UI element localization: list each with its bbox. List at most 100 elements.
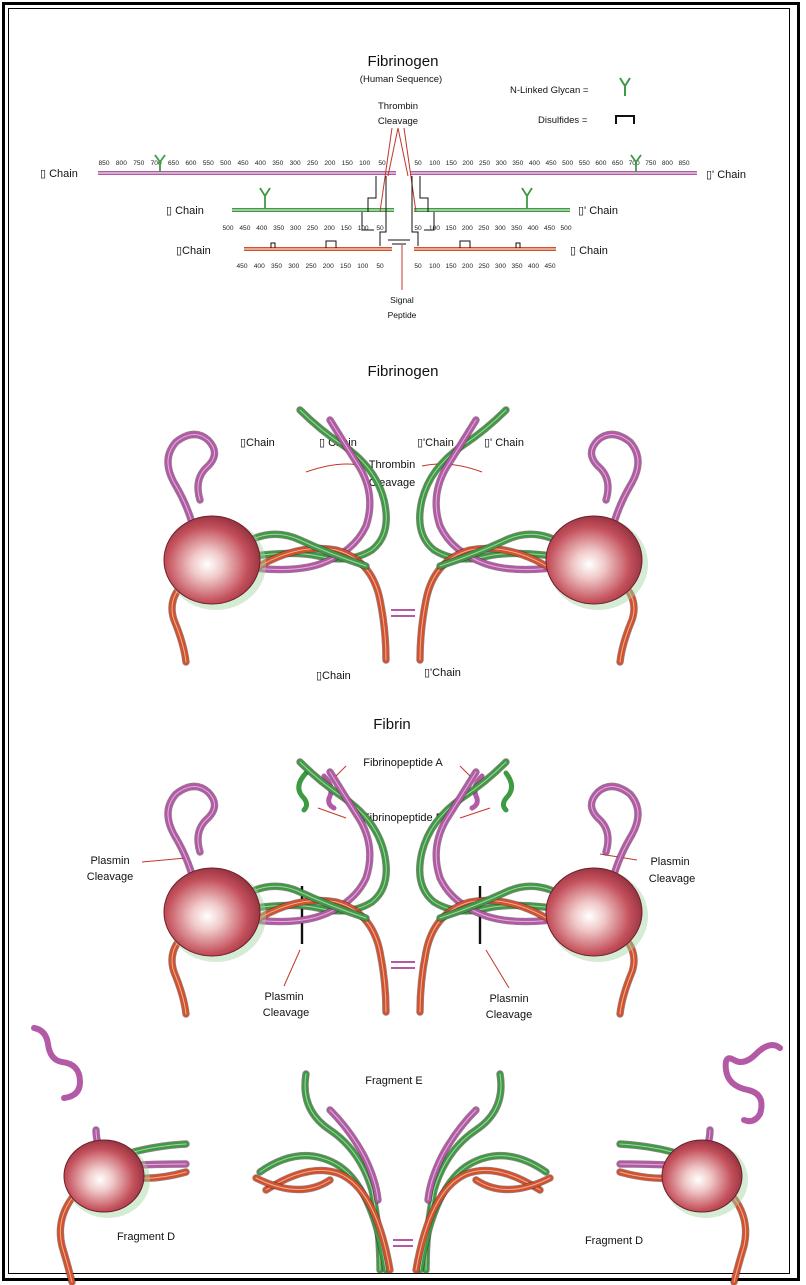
fragment-d [620,1130,748,1282]
fibrinogen-gamma-right-label: ▯'Chain [424,667,461,679]
sequence-tick-label: 150 [445,263,456,270]
sequence-tick-label: 450 [545,160,556,167]
sequence-tick-label: 400 [254,263,265,270]
sequence-tick-label: 200 [324,160,335,167]
sequence-tick-label: 200 [323,263,334,270]
sequence-tick-label: 600 [185,160,196,167]
alpha-chain-left-label: ▯ Chain [40,168,78,180]
fibrinopeptide-b-left [299,773,307,810]
half-molecule [420,762,648,1014]
signal-peptide-label-1: Signal [390,295,414,305]
sequence-tick-label: 50 [414,225,422,232]
beta-chain-right-label: ▯' Chain [578,205,618,217]
sequence-tick-label: 400 [256,225,267,232]
fragment-e-label: Fragment E [365,1075,422,1087]
released-alpha-coil-left [34,1028,80,1098]
d-domain-globule [64,1140,144,1212]
sequence-tick-label: 350 [511,225,522,232]
sequence-panel: Fibrinogen (Human Sequence) Thrombin Cle… [40,53,746,320]
d-domain-globule [164,516,260,604]
sequence-tick-label: 100 [429,263,440,270]
sequence-tick-label: 200 [462,225,473,232]
released-alpha-coil-right [726,1045,780,1121]
e-domain-bridge [393,1240,413,1246]
thrombin-cleavage-label-2: Cleavage [378,116,418,127]
fibrinogen-thrombin-label-1: Thrombin [369,459,415,471]
fibrinogen-chain-label: ▯'Chain [417,437,454,449]
plasmin-cleavage-label: Cleavage [649,873,695,885]
sequence-tick-label: 350 [273,225,284,232]
sequence-tick-label: 400 [528,225,539,232]
gamma-chain-tail [60,1198,72,1282]
sequence-tick-label: 500 [220,160,231,167]
glycan-icon [260,188,270,208]
sequence-tick-label: 50 [414,160,422,167]
alpha-chain-row: ▯ Chain ▯' Chain 85080075070065060055050… [40,155,746,181]
sequence-tick-label: 200 [324,225,335,232]
sequence-subtitle: (Human Sequence) [360,74,442,85]
sequence-tick-label: 450 [237,160,248,167]
sequence-tick-label: 650 [168,160,179,167]
disulfide-icon [326,241,336,248]
sequence-tick-label: 200 [462,160,473,167]
e-domain-bridge [391,610,415,616]
sequence-tick-label: 500 [222,225,233,232]
gamma-chain-tail [734,1198,746,1282]
sequence-tick-label: 550 [203,160,214,167]
sequence-tick-label: 500 [562,160,573,167]
fibrinopeptide-b-right [503,773,511,810]
sequence-tick-label: 250 [305,263,316,270]
glycan-icon [522,188,532,208]
gamma-chain-left-label: ▯Chain [176,245,211,257]
sequence-tick-label: 150 [342,160,353,167]
sequence-tick-label: 300 [290,160,301,167]
d-domain-globule [546,868,642,956]
sequence-tick-label: 100 [429,225,440,232]
sequence-tick-label: 850 [98,160,109,167]
sequence-tick-label: 450 [236,263,247,270]
sequence-tick-label: 450 [544,263,555,270]
sequence-tick-label: 850 [678,160,689,167]
d-domain-globule [164,868,260,956]
fibrinogen-title: Fibrinogen [368,363,439,380]
sequence-tick-label: 750 [133,160,144,167]
sequence-tick-label: 100 [358,225,369,232]
sequence-tick-label: 250 [478,263,489,270]
e-domain-bridge [391,962,415,968]
sequence-tick-label: 150 [445,225,456,232]
sequence-tick-label: 50 [376,263,384,270]
sequence-tick-label: 300 [495,263,506,270]
sequence-tick-label: 100 [429,160,440,167]
sequence-title: Fibrinogen [368,53,439,70]
legend-disulfides-label: Disulfides = [538,115,588,126]
plasmin-cleavage-label: Plasmin [650,856,689,868]
fibrinogen-panel: Fibrinogen ▯Chain ▯ Chain ▯'Chain ▯' Cha… [164,363,648,682]
sequence-tick-label: 350 [271,263,282,270]
sequence-tick-label: 650 [612,160,623,167]
sequence-tick-label: 350 [272,160,283,167]
fragment-d-left-label: Fragment D [117,1231,175,1243]
sequence-tick-label: 150 [340,263,351,270]
sequence-tick-label: 350 [512,160,523,167]
sequence-tick-label: 800 [662,160,673,167]
fibrinogen-chain-label: ▯Chain [240,437,275,449]
alpha-chain-right-label: ▯' Chain [706,169,746,181]
half-molecule [164,762,386,1014]
plasmin-cleavage-label: Cleavage [87,871,133,883]
sequence-tick-label: 250 [478,225,489,232]
d-domain-globule [662,1140,742,1212]
sequence-tick-label: 100 [357,263,368,270]
gamma-chain-right-label: ▯ Chain [570,245,608,257]
sequence-tick-label: 100 [359,160,370,167]
fibrinogen-gamma-left-label: ▯Chain [316,670,351,682]
fibrinogen-chain-label: ▯' Chain [484,437,524,449]
fibrinopeptide-a-label: Fibrinopeptide A [363,757,443,769]
fragment-d-right-label: Fragment D [585,1235,643,1247]
disulfide-icon [460,241,470,248]
sequence-tick-label: 600 [595,160,606,167]
half-molecule [420,410,648,662]
sequence-tick-label: 400 [529,160,540,167]
sequence-tick-label: 500 [560,225,571,232]
